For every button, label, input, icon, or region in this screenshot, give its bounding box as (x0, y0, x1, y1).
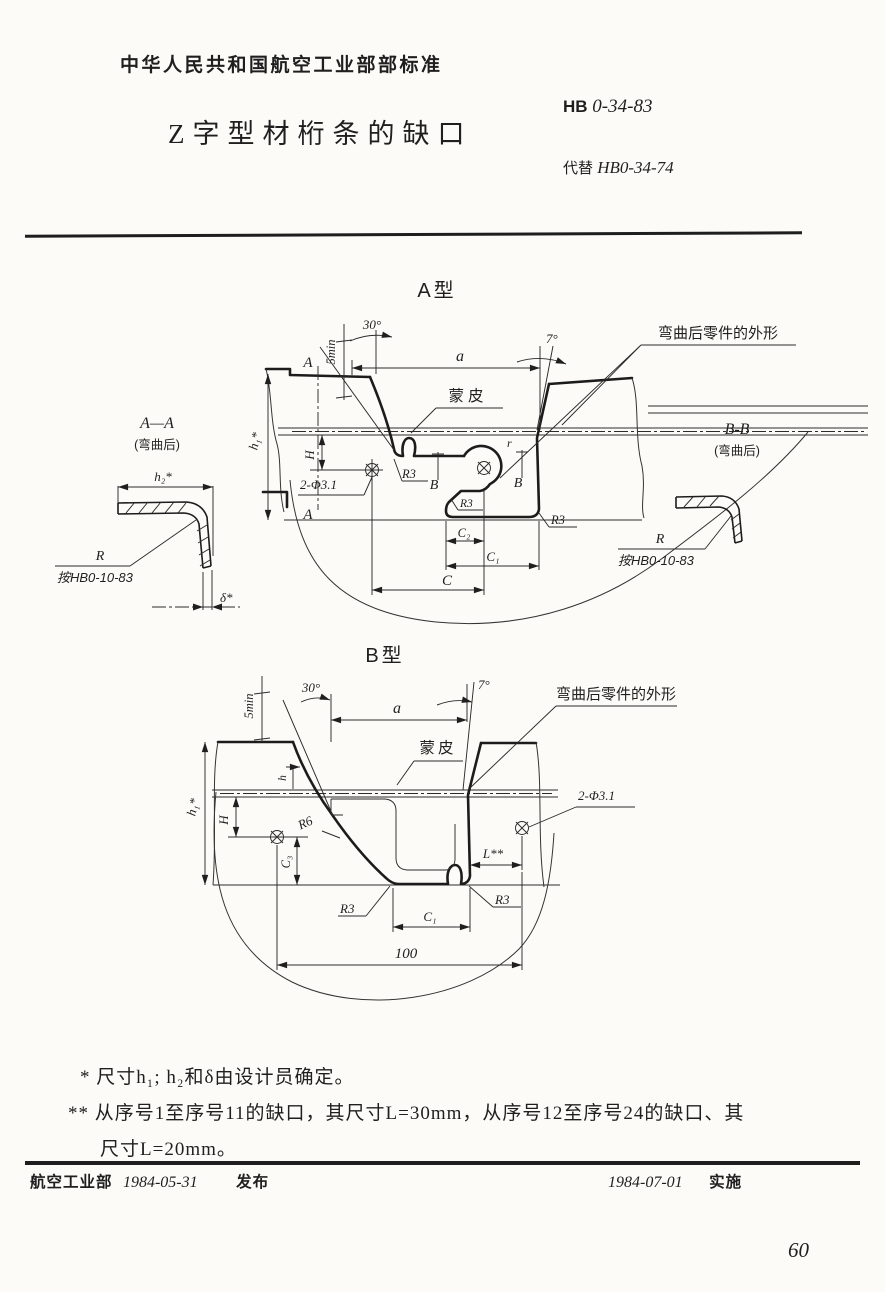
dim-c-a: C (442, 573, 453, 589)
dim-H-b: H (216, 815, 231, 826)
footnote-1: * 尺寸h₁; h₂和δ由设计员确定。 (80, 1067, 355, 1088)
r6-label-b: R6 (295, 813, 316, 833)
radius-ref-aa: 按HB0-10-83 (57, 570, 134, 585)
standard-prefix: HB (563, 97, 588, 116)
r3-label-mid-a: R3 (459, 498, 473, 510)
angle-30-b: 30° (301, 680, 320, 695)
footer-issue-label: 发布 (236, 1174, 270, 1191)
dim-5min-b: 5min (242, 694, 256, 719)
figure-a-dimensions: 5min 30° a 7° 蒙皮 弯曲后零件的外形 (245, 317, 796, 595)
outline-label-a: 弯曲后零件的外形 (658, 325, 778, 342)
standard-number: HB 0-34-83 (563, 96, 652, 118)
footer-divider (25, 1161, 860, 1165)
dim-h2: h₂* (154, 469, 172, 484)
dim-h1-a: h₁* (245, 430, 263, 451)
footer-issue-date: 1984-05-31 (122, 1174, 198, 1191)
dim-5min-a: 5min (324, 340, 338, 365)
figure-a: A型 (55, 279, 868, 625)
dim-h-b: h (277, 775, 289, 781)
dim-c1-b: C₁ (423, 909, 436, 924)
dim-H-a: H (302, 450, 317, 461)
angle-7-a: 7° (546, 331, 558, 346)
r3-label-left-b: R3 (339, 901, 355, 916)
figure-a-title: A型 (417, 279, 456, 302)
radius-label-bb: R (655, 532, 665, 547)
replaces-line: 代替 HB0-34-74 (563, 157, 674, 178)
holes-label-a: 2-Φ3.1 (300, 477, 337, 492)
section-bb-view: B-B (弯曲后) R 按HB0-10-83 (618, 421, 760, 568)
skin-label-b: 蒙皮 (419, 739, 456, 757)
radius-r-label: r (507, 436, 512, 450)
section-aa-view: A—A (弯曲后) h₂* R 按HB0-10-83 δ* (55, 415, 240, 611)
section-a-top: A (302, 355, 313, 371)
figure-a-line-art (261, 366, 868, 625)
page-number: 60 (788, 1238, 809, 1262)
replaces-code: HB0-34-74 (597, 158, 674, 177)
header-title: 中华人民共和国航空工业部部标准 (120, 55, 443, 76)
footer-impl-date: 1984-07-01 (608, 1174, 683, 1191)
document-title: Z字型材桁条的缺口 (168, 119, 473, 149)
dim-c3-b: C₃ (279, 856, 293, 869)
dim-a-b: a (393, 700, 401, 717)
radius-label-aa: R (95, 549, 105, 564)
holes-label-b: 2-Φ3.1 (578, 788, 615, 803)
dim-a-a: a (456, 348, 464, 365)
figure-b-title: B型 (365, 644, 404, 667)
section-a-bottom: A (302, 507, 313, 523)
figure-b-line-art (212, 740, 560, 1001)
angle-30-a: 30° (362, 317, 381, 332)
dim-c2-a: C₂ (458, 526, 471, 540)
section-b-right: B (514, 476, 523, 491)
dim-delta: δ* (220, 590, 233, 605)
figure-b: B型 (183, 644, 677, 1001)
dim-h1-b: h₁* (183, 796, 201, 817)
section-bb-title: B-B (725, 421, 750, 438)
section-b-left: B (430, 478, 439, 493)
footer-issuer: 航空工业部 (30, 1174, 113, 1191)
dim-L-b: L** (482, 846, 504, 861)
section-bb-subtitle: (弯曲后) (714, 443, 760, 458)
footer-right: 1984-07-01 实施 (608, 1170, 742, 1192)
skin-label-a: 蒙皮 (448, 387, 487, 405)
standard-code: 0-34-83 (592, 96, 653, 117)
section-aa-title: A—A (139, 415, 174, 432)
figure-b-dimensions: 5min 30° a 7° 弯曲后零件的外形 蒙皮 2-Φ3.1 (183, 676, 677, 970)
footnote-3: 尺寸L=20mm。 (100, 1139, 237, 1160)
angle-7-b: 7° (478, 677, 490, 692)
footnote-2: ** 从序号1至序号11的缺口，其尺寸L=30mm，从序号12至序号24的缺口、… (68, 1103, 745, 1124)
outline-label-b: 弯曲后零件的外形 (556, 686, 676, 703)
r3-label-right-a: R3 (550, 513, 565, 527)
footer-impl-label: 实施 (709, 1174, 743, 1191)
dim-c1-a: C₁ (486, 549, 499, 564)
radius-ref-bb: 按HB0-10-83 (618, 553, 695, 568)
section-aa-subtitle: (弯曲后) (134, 437, 180, 452)
footer-left: 航空工业部 1984-05-31 发布 (30, 1170, 269, 1192)
replaces-label: 代替 (563, 160, 594, 177)
r3-label-right-b: R3 (494, 892, 510, 907)
r3-label-left-a: R3 (401, 467, 416, 481)
dim-100-b: 100 (395, 946, 418, 962)
